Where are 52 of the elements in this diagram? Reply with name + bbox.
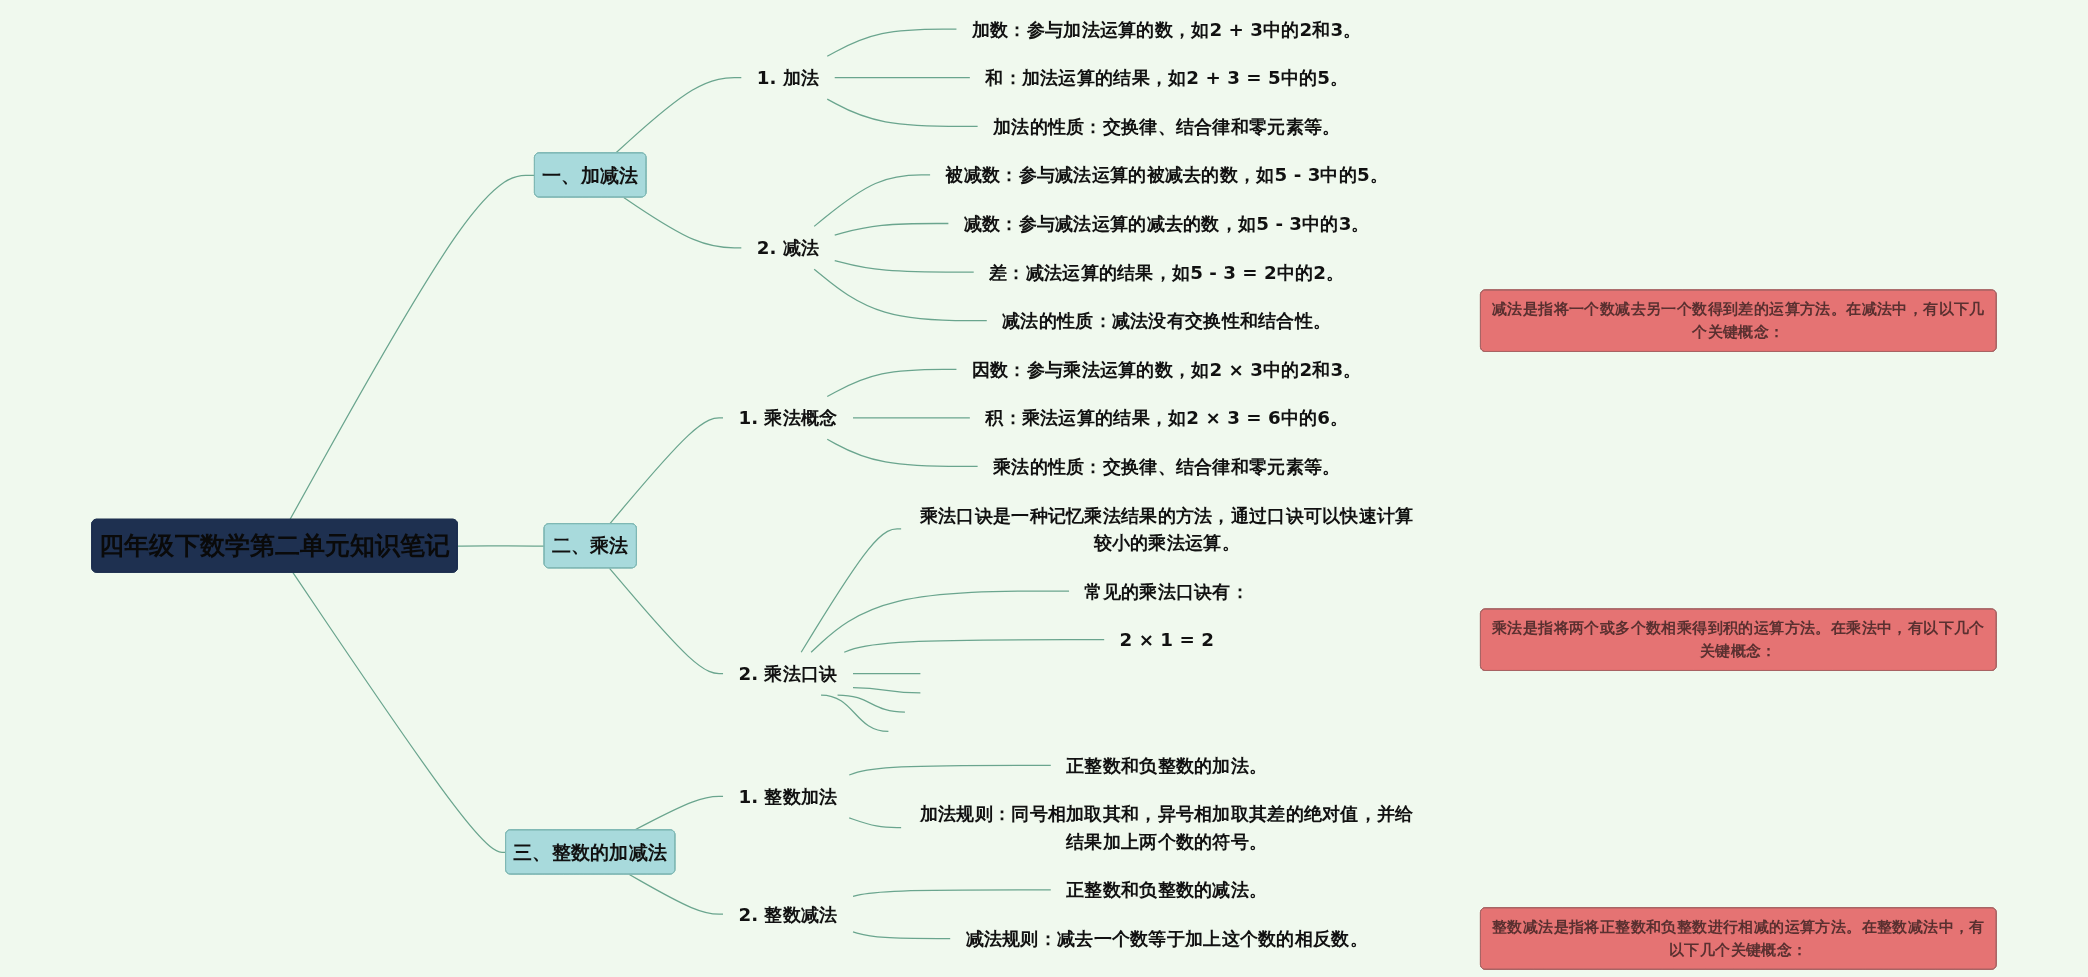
- connector-line: [820, 694, 890, 732]
- node-text: 乘法的性质：交换律、结合律和零元素等。: [993, 455, 1341, 477]
- connector-line: [848, 764, 1052, 776]
- connector-line: [826, 368, 958, 398]
- connector-line: [614, 77, 742, 154]
- connector-line: [289, 174, 536, 521]
- node-text: 1. 加法: [756, 66, 820, 89]
- node-text: 1. 乘法概念: [738, 407, 838, 429]
- connector-line: [852, 687, 921, 694]
- connector-line: [608, 567, 724, 675]
- connector-line: [834, 222, 949, 236]
- connector-line: [852, 417, 971, 419]
- node-text: 积：乘法运算的结果，如2 × 3 = 6中的6。: [985, 407, 1349, 429]
- connector-line: [826, 98, 979, 127]
- node-text: 减数：参与减法运算的减去的数，如5 - 3中的3。: [963, 212, 1370, 234]
- connector-line: [457, 545, 546, 547]
- node-text: 2. 减法: [756, 236, 820, 259]
- node-text: 减法规则：减去一个数等于加上这个数的相反数。: [965, 927, 1368, 949]
- connector-line: [843, 639, 1105, 653]
- node-text: 减法的性质：减法没有交换性和结合性。: [1002, 309, 1332, 332]
- node-text: 正整数和负整数的加法。: [1066, 754, 1268, 776]
- connector-line: [810, 590, 1070, 653]
- connector-line: [623, 196, 742, 249]
- connector-line: [848, 817, 902, 829]
- node-text: 乘法口诀是一种记忆乘法结果的方法，通过口诀可以快速计算较小的乘法运算。: [919, 504, 1414, 553]
- connector-line: [292, 572, 507, 853]
- connector-line: [852, 931, 951, 940]
- connector-line: [852, 889, 1052, 898]
- connector-line: [813, 268, 988, 322]
- connector-line: [826, 28, 958, 57]
- connector-line: [834, 259, 975, 273]
- node-text: 加法的性质：交换律、结合律和零元素等。: [993, 115, 1341, 137]
- node-text: 2 × 1 = 2: [1119, 628, 1214, 651]
- connector-line: [834, 77, 971, 79]
- node-text: 正整数和负整数的减法。: [1066, 879, 1268, 901]
- connector-line: [836, 694, 906, 713]
- node-text: 差：减法运算的结果，如5 - 3 = 2中的2。: [989, 261, 1345, 283]
- node-text: 加数：参与加法运算的数，如2 + 3中的2和3。: [971, 18, 1362, 40]
- node-text: 和：加法运算的结果，如2 + 3 = 5中的5。: [985, 66, 1349, 89]
- connector-line: [852, 673, 921, 675]
- connector-line: [628, 873, 724, 915]
- node-text: 1. 整数加法: [738, 785, 838, 807]
- node-text: 2. 整数减法: [738, 903, 838, 925]
- connector-line: [608, 417, 724, 525]
- node-text: 被减数：参与减法运算的被减去的数，如5 - 3中的5。: [945, 164, 1388, 186]
- node-text: 加法规则：同号相加取其和，异号相加取其差的绝对值，并给结果加上两个数的符号。: [919, 803, 1414, 852]
- connector-line: [813, 174, 931, 227]
- node-text: 因数：参与乘法运算的数，如2 × 3中的2和3。: [971, 358, 1362, 380]
- connector-line: [800, 528, 902, 653]
- node-text: 2. 乘法口诀: [738, 662, 838, 684]
- connector-line: [826, 438, 979, 468]
- node-text: 常见的乘法口诀有：: [1084, 580, 1250, 602]
